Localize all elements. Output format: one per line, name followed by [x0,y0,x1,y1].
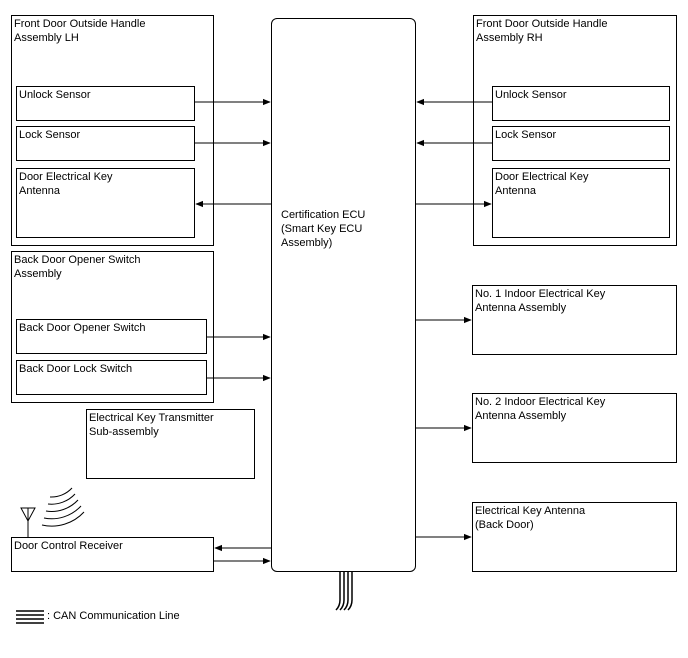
back-door-assembly-title: Back Door Opener Switch Assembly [14,254,141,280]
rh-unlock-sensor-label: Unlock Sensor [495,89,567,101]
door-control-receiver-label: Door Control Receiver [14,540,123,552]
lh-lock-sensor: Lock Sensor [16,126,195,161]
can-legend-symbol [16,610,44,624]
rh-assembly-title: Front Door Outside Handle Assembly RH [476,18,608,44]
indoor-antenna-1-label: No. 1 Indoor Electrical Key Antenna Asse… [475,288,606,314]
rh-door-antenna-label: Door Electrical Key Antenna [495,171,589,197]
back-door-opener-switch-label: Back Door Opener Switch [19,322,146,334]
back-door-lock-switch: Back Door Lock Switch [16,360,207,395]
lh-unlock-sensor: Unlock Sensor [16,86,195,121]
door-control-receiver: Door Control Receiver [11,537,214,572]
back-door-antenna: Electrical Key Antenna (Back Door) [472,502,677,572]
back-door-antenna-label: Electrical Key Antenna (Back Door) [475,505,586,531]
lh-door-antenna: Door Electrical Key Antenna [16,168,195,238]
can-bus-lines [335,572,353,611]
rh-unlock-sensor: Unlock Sensor [492,86,670,121]
rh-lock-sensor-label: Lock Sensor [495,129,557,141]
back-door-opener-switch: Back Door Opener Switch [16,319,207,354]
key-transmitter-label: Electrical Key Transmitter Sub-assembly [89,412,214,438]
indoor-antenna-1: No. 1 Indoor Electrical Key Antenna Asse… [472,285,677,355]
radio-waves [41,487,85,527]
lh-unlock-sensor-label: Unlock Sensor [19,89,91,101]
antenna-head [20,507,36,523]
rh-lock-sensor: Lock Sensor [492,126,670,161]
lh-assembly-title: Front Door Outside Handle Assembly LH [14,18,146,44]
lh-lock-sensor-label: Lock Sensor [19,129,81,141]
back-door-lock-switch-label: Back Door Lock Switch [19,363,133,375]
can-legend-label: : CAN Communication Line [47,610,180,622]
key-transmitter: Electrical Key Transmitter Sub-assembly [86,409,255,479]
lh-door-antenna-label: Door Electrical Key Antenna [19,171,113,197]
indoor-antenna-2: No. 2 Indoor Electrical Key Antenna Asse… [472,393,677,463]
certification-ecu-label: Certification ECU (Smart Key ECU Assembl… [281,209,366,249]
rh-door-antenna: Door Electrical Key Antenna [492,168,670,238]
indoor-antenna-2-label: No. 2 Indoor Electrical Key Antenna Asse… [475,396,606,422]
certification-ecu: Certification ECU (Smart Key ECU Assembl… [271,18,416,572]
